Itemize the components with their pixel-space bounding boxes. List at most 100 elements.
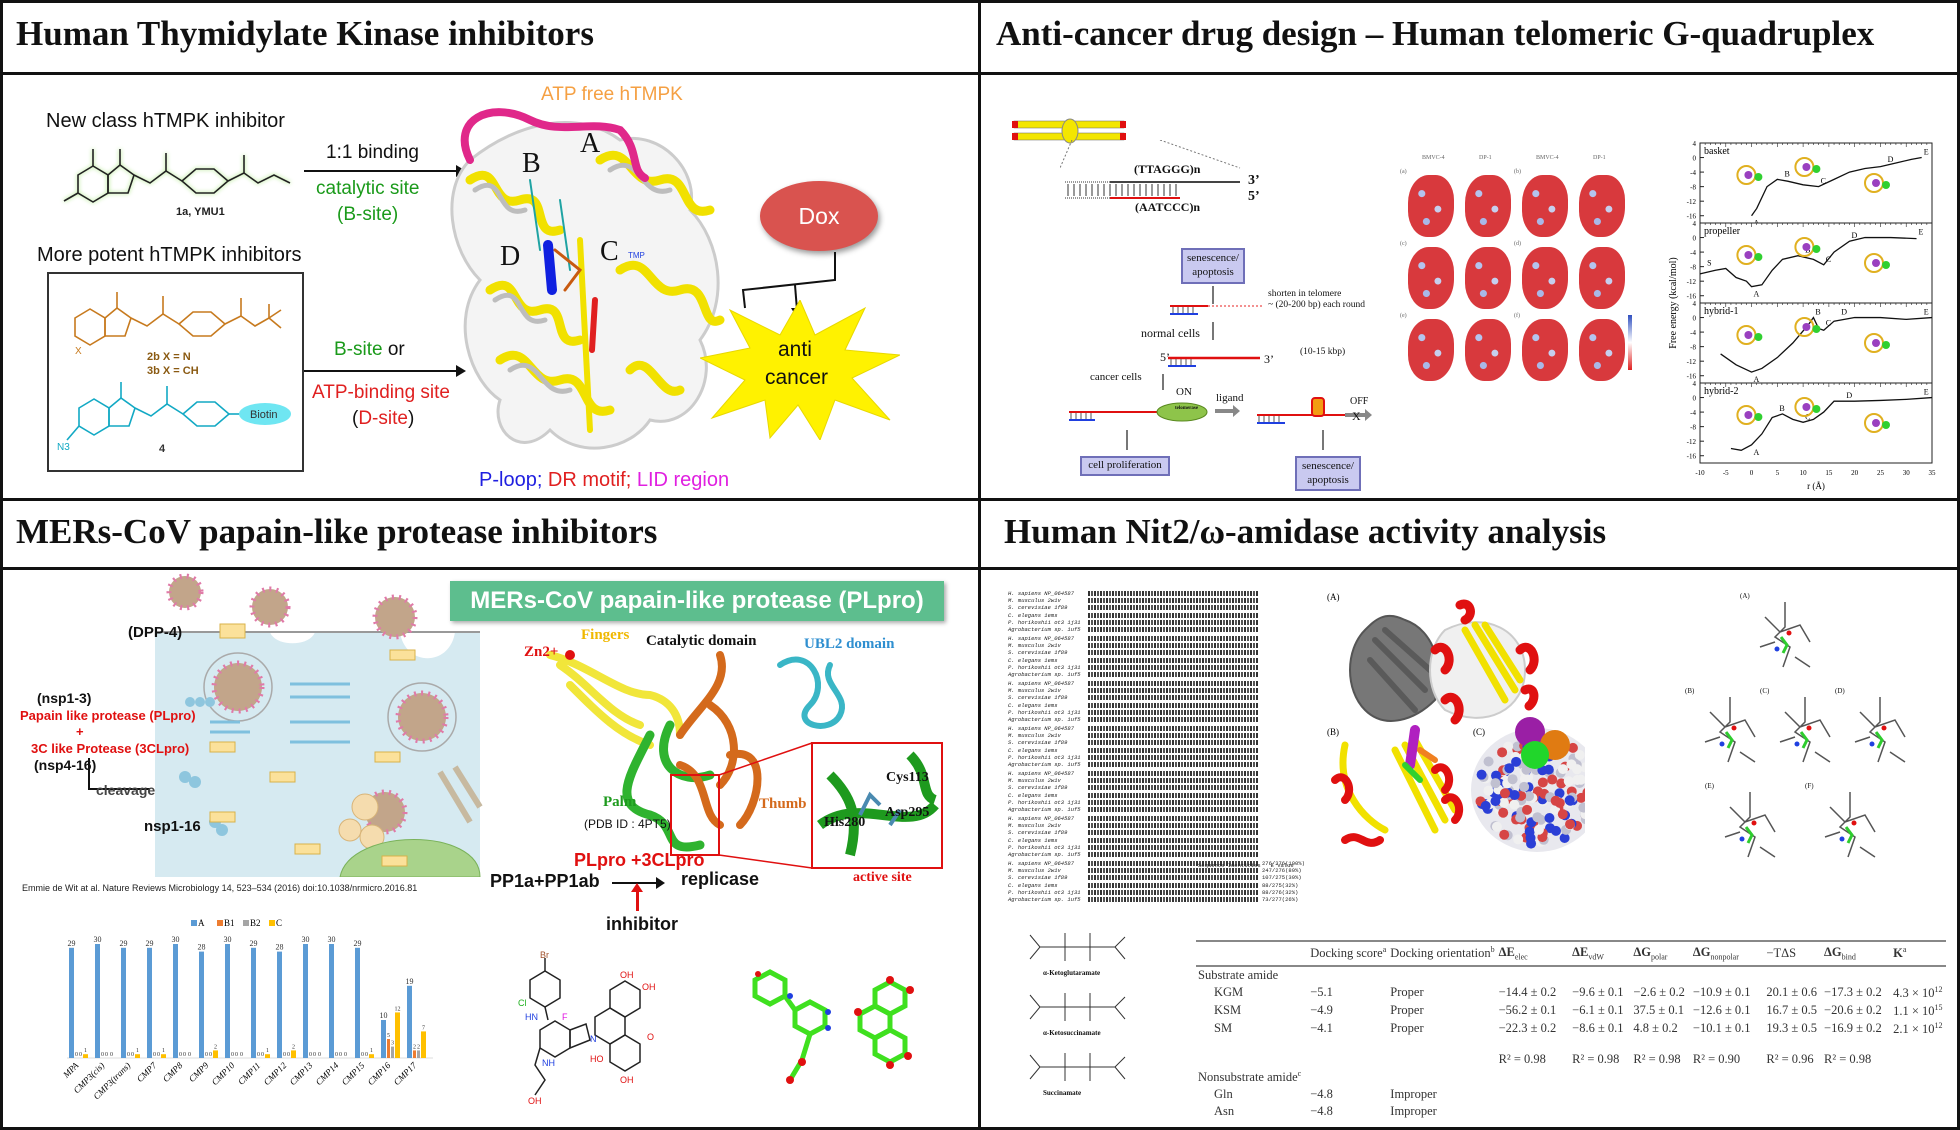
bar-value-label: 0 bbox=[110, 1052, 113, 1058]
bar-value-label: 0 bbox=[79, 1052, 82, 1058]
ligand-bonds bbox=[1744, 826, 1754, 844]
surface-atom bbox=[1522, 804, 1533, 815]
residue-bonds bbox=[1779, 697, 1831, 763]
table-cell: −6.1 ± 0.1 bbox=[1570, 1002, 1631, 1020]
sequence bbox=[1088, 861, 1258, 867]
oxygen-atom bbox=[1881, 725, 1887, 731]
bar-C-MPA bbox=[83, 1054, 88, 1058]
cell-text: −4.8 bbox=[1310, 1104, 1333, 1119]
bar-C-CMP17 bbox=[421, 1031, 426, 1058]
free-energy-curve-hybrid-2 bbox=[1730, 396, 1933, 451]
header-text: Docking orientation bbox=[1390, 946, 1491, 961]
bar-value-label: 0 bbox=[318, 1052, 321, 1058]
surface-atom bbox=[1543, 764, 1554, 775]
table-cell: 4.8 ± 0.2 bbox=[1631, 1020, 1690, 1038]
kbp-label: (10-15 kbp) bbox=[1300, 347, 1346, 357]
ligand-icon bbox=[1754, 333, 1763, 341]
surface-atom bbox=[1575, 774, 1585, 785]
atom-hn: HN bbox=[525, 1012, 538, 1022]
surface-panel-label: (b) bbox=[1514, 169, 1521, 175]
sequence bbox=[1088, 762, 1258, 768]
species-name: M. musculus 2w1v bbox=[1008, 597, 1061, 605]
g-quadruplex-core bbox=[1802, 403, 1811, 411]
exponent: 12 bbox=[1934, 1020, 1943, 1030]
r-squared-value: R² = 0.98 bbox=[1498, 1051, 1546, 1066]
sequence bbox=[1088, 709, 1258, 715]
table-cell: −12.6 ± 0.1 bbox=[1691, 1002, 1765, 1020]
species-name: M. musculus 2w1v bbox=[1008, 777, 1061, 785]
alignment-row: S. cerevisiae 1f89 bbox=[1008, 739, 1258, 746]
category-label: CMP12 bbox=[262, 1060, 289, 1087]
surface-atom bbox=[1578, 802, 1585, 813]
atom-oh: OH bbox=[620, 1075, 634, 1085]
oxygen-atom bbox=[1806, 725, 1812, 731]
free-energy-curve-basket bbox=[1751, 156, 1922, 217]
table-cell: Improper bbox=[1388, 1086, 1496, 1103]
state-label: B bbox=[1815, 308, 1820, 317]
table-cell: 37.5 ± 0.1 bbox=[1631, 1002, 1690, 1020]
table-cell: Asn bbox=[1196, 1103, 1308, 1120]
compound-3b-label: 3b X = CH bbox=[147, 365, 199, 377]
x-tick-label: 15 bbox=[1825, 469, 1833, 477]
dox-badge: Dox bbox=[760, 181, 878, 251]
surface-atom bbox=[1556, 778, 1567, 789]
anti-cancer-starburst bbox=[700, 300, 900, 440]
ubl2-domain-label: UBL2 domain bbox=[804, 636, 895, 652]
cell-text: KGM bbox=[1214, 985, 1244, 1000]
table-cell: Improper bbox=[1388, 1103, 1496, 1120]
category-label: CMP9 bbox=[187, 1060, 211, 1084]
bar-value-label: 0 bbox=[313, 1052, 316, 1058]
bar-value-label: 29 bbox=[354, 939, 362, 948]
bar-C-CMP3(trans) bbox=[135, 1054, 140, 1058]
category-label: CMP13 bbox=[288, 1060, 315, 1087]
bar-value-label: 2 bbox=[214, 1044, 217, 1050]
molecular-surface bbox=[1465, 319, 1511, 381]
y-tick-label: 0 bbox=[1693, 315, 1697, 323]
alignment-row: S. cerevisiae 1f89 bbox=[1008, 649, 1258, 656]
quadrant-title: Anti-cancer drug design – Human telomeri… bbox=[996, 14, 1875, 53]
sequence bbox=[1088, 875, 1258, 881]
amide-structure bbox=[1029, 1053, 1126, 1081]
cell-text: −4.8 bbox=[1310, 1087, 1333, 1102]
cell-text: 4.3 × 10 bbox=[1893, 985, 1935, 1000]
arrow-down bbox=[1162, 374, 1164, 390]
x-tick-label: 30 bbox=[1903, 469, 1911, 477]
bar-value-label: 28 bbox=[276, 943, 284, 952]
alignment-row: H. sapiens NP_064587 bbox=[1008, 815, 1258, 822]
table-cell: −10.1 ± 0.1 bbox=[1691, 1020, 1765, 1038]
nitrogen-atom bbox=[1739, 836, 1745, 842]
arrow-binding bbox=[304, 170, 462, 172]
surface-col-label: DP-1 bbox=[1479, 155, 1492, 161]
plus-label: + bbox=[76, 724, 84, 739]
alignment-row: H. sapiens NP_064587 bbox=[1008, 635, 1258, 642]
surface-atom bbox=[1557, 809, 1568, 820]
surface-atom bbox=[1550, 795, 1561, 806]
species-name: Agrobacterium sp. 1uf5 bbox=[1008, 626, 1081, 633]
plpro-structure bbox=[546, 650, 943, 869]
species-name: Agrobacterium sp. 1uf5 bbox=[1008, 896, 1081, 903]
sequence bbox=[1088, 792, 1258, 798]
cell-text: Proper bbox=[1390, 1021, 1424, 1036]
g-quadruplex-core bbox=[1872, 259, 1880, 267]
column-header: −TΔS bbox=[1764, 940, 1823, 967]
surface-atom bbox=[1572, 764, 1583, 775]
sequence bbox=[1088, 650, 1258, 656]
telomere-strand bbox=[1060, 140, 1241, 199]
species-name: C. elegans 1ems bbox=[1008, 746, 1058, 754]
sequence bbox=[1088, 726, 1258, 732]
alignment-row: S. cerevisiae 1f89 bbox=[1008, 604, 1258, 611]
category-label: CMP14 bbox=[314, 1060, 341, 1087]
ligand-icon bbox=[1882, 181, 1890, 189]
bar-value-label: 0 bbox=[209, 1052, 212, 1058]
bar-value-label: 0 bbox=[231, 1052, 234, 1058]
site-d-label: D bbox=[500, 241, 520, 272]
atom-n: N bbox=[590, 1034, 597, 1044]
bar-B1-CMP16 bbox=[387, 1039, 390, 1058]
species-name: H. sapiens NP_064587 bbox=[1008, 725, 1075, 732]
inhibitor-molecules: X 2b X = N 3b X = CH Biotin N3 4 bbox=[57, 292, 291, 455]
header-text: ΔG bbox=[1824, 945, 1842, 959]
legend-swatch bbox=[243, 920, 249, 926]
table-cell bbox=[1891, 1086, 1946, 1103]
